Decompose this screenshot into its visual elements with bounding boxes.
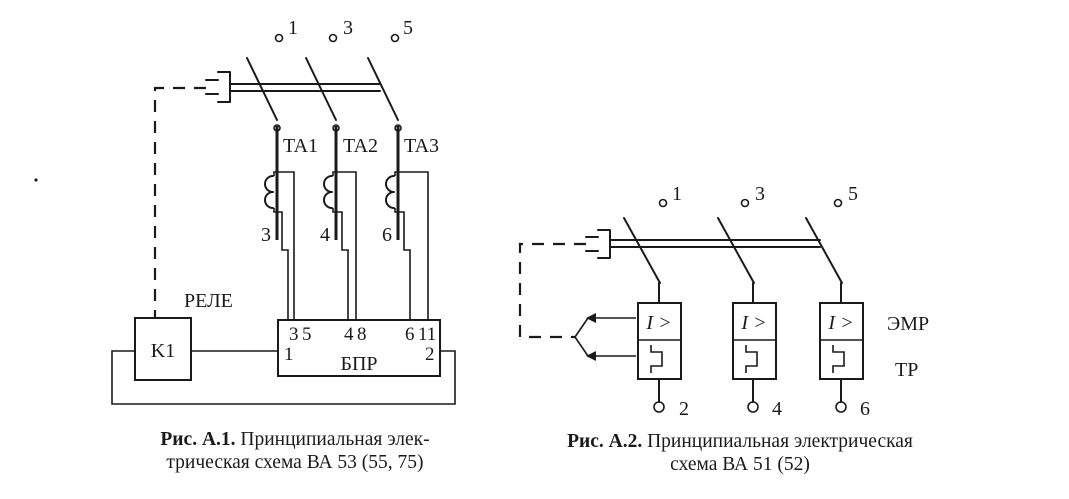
fig1-bpr-pin-5: 5 xyxy=(302,324,312,345)
fig2-terminal-label-2: 2 xyxy=(679,398,689,420)
figure-a2: 1 3 5 xyxy=(518,183,929,420)
scan-speck xyxy=(34,178,38,182)
fig2-caption-line-2: схема ВА 51 (52) xyxy=(670,454,810,475)
fig1-bpr-block xyxy=(277,319,441,377)
fig2-terminal-4 xyxy=(747,401,759,413)
fig1-terminal-label-3: 3 xyxy=(343,17,353,39)
fig2-mechanical-linkage xyxy=(585,229,821,259)
fig2-terminal-6 xyxy=(835,401,847,413)
fig1-contact-5 xyxy=(367,57,399,121)
fig2-terminal-label-3: 3 xyxy=(755,183,765,205)
fig2-terminal-1 xyxy=(658,198,668,208)
fig1-bpr-label: БПР xyxy=(340,353,377,375)
fig1-terminal-1 xyxy=(274,33,284,43)
fig2-emr-symbol-2: I > xyxy=(740,312,766,334)
fig2-dashed-link xyxy=(518,242,586,339)
fig1-terminal-3 xyxy=(328,33,338,43)
fig1-mechanical-linkage xyxy=(205,71,381,103)
fig1-terminal-label-1: 1 xyxy=(288,17,298,39)
fig1-ta2-coil xyxy=(323,175,333,209)
fig1-bpr-pin-11: 11 xyxy=(418,324,436,345)
fig1-terminal-5 xyxy=(390,33,400,43)
fig1-caption-line-2: трическая схема ВА 53 (55, 75) xyxy=(166,452,424,473)
fig1-bpr-pin-4: 4 xyxy=(344,324,354,345)
fig2-caption-text-1: Принципиальная электрическая xyxy=(647,431,913,452)
fig2-terminal-label-5: 5 xyxy=(848,183,858,205)
fig2-emr-symbol-1: I > xyxy=(645,312,671,334)
fig1-bpr-pin-8: 8 xyxy=(357,324,367,345)
fig2-pole-2: I > 4 xyxy=(732,282,782,420)
fig2-emr-label: ЭМР xyxy=(887,313,929,335)
fig2-caption: Рис. А.2. Принципиальная электрическая с… xyxy=(520,430,960,476)
fig1-ta1-coil xyxy=(264,175,274,209)
fig2-arrow-upper xyxy=(586,313,596,323)
fig2-caption-bold: Рис. А.2. xyxy=(567,431,643,452)
fig1-ta1-label: TA1 xyxy=(283,135,318,157)
fig1-linkage-bracket xyxy=(217,71,231,103)
fig1-tap-4: 4 xyxy=(320,224,330,246)
fig2-terminal-5 xyxy=(833,198,843,208)
fig1-current-transformers xyxy=(264,175,395,209)
fig1-bpr-pin-3: 3 xyxy=(289,324,299,345)
fig2-switch-contacts xyxy=(623,217,843,284)
fig2-terminal-2 xyxy=(653,401,665,413)
figure-a1: 1 3 5 TA1 TA xyxy=(111,17,456,405)
fig1-caption-text-1: Принципиальная элек- xyxy=(240,429,430,450)
fig1-dashed-link xyxy=(153,86,206,318)
fig2-linkage-bracket xyxy=(597,229,611,259)
fig1-relay-k1-label: K1 xyxy=(151,340,175,362)
fig1-tap-3: 3 xyxy=(261,224,271,246)
fig2-terminal-label-4: 4 xyxy=(772,398,782,420)
fig1-terminal-label-5: 5 xyxy=(403,17,413,39)
fig1-busbars xyxy=(273,124,402,240)
fig2-emr-symbol-3: I > xyxy=(827,312,853,334)
fig2-terminal-3 xyxy=(740,198,750,208)
fig1-top-terminals: 1 3 5 xyxy=(274,17,413,43)
fig2-terminal-label-1: 1 xyxy=(672,183,682,205)
fig1-relay-k1-block xyxy=(134,317,192,381)
fig1-ta3-label: TA3 xyxy=(404,135,439,157)
fig2-terminal-label-6: 6 xyxy=(860,398,870,420)
fig2-pole-3: I > 6 xyxy=(819,282,870,420)
fig1-contact-3 xyxy=(305,57,337,121)
fig1-caption-bold: Рис. А.1. xyxy=(160,429,236,450)
fig1-bpr-pin-2: 2 xyxy=(425,344,435,365)
fig1-ta2-label: TA2 xyxy=(343,135,378,157)
fig2-arrow-lower xyxy=(586,351,596,361)
fig2-pole-1: I > 2 xyxy=(637,282,689,420)
fig1-caption-line-1: Рис. А.1. Принципиальная элек- xyxy=(115,428,475,451)
fig1-switch-contacts xyxy=(246,57,399,121)
fig2-trip-arrows xyxy=(574,313,636,361)
fig1-relay-title: РЕЛЕ xyxy=(184,290,233,312)
fig1-contact-1 xyxy=(246,57,278,121)
fig1-bpr-pin-6: 6 xyxy=(405,324,415,345)
fig1-bpr-pin-1: 1 xyxy=(284,344,294,365)
fig2-tr-label: ТР xyxy=(895,359,918,381)
fig1-ta3-coil xyxy=(385,175,395,209)
fig1-secondary-wiring xyxy=(273,171,429,320)
fig2-caption-line-1: Рис. А.2. Принципиальная электрическая xyxy=(520,430,960,453)
fig2-top-terminals: 1 3 5 xyxy=(658,183,858,208)
fig1-caption: Рис. А.1. Принципиальная элек- трическая… xyxy=(115,428,475,474)
fig1-tap-6: 6 xyxy=(382,224,392,246)
fig1-relay-wiring xyxy=(111,350,456,405)
